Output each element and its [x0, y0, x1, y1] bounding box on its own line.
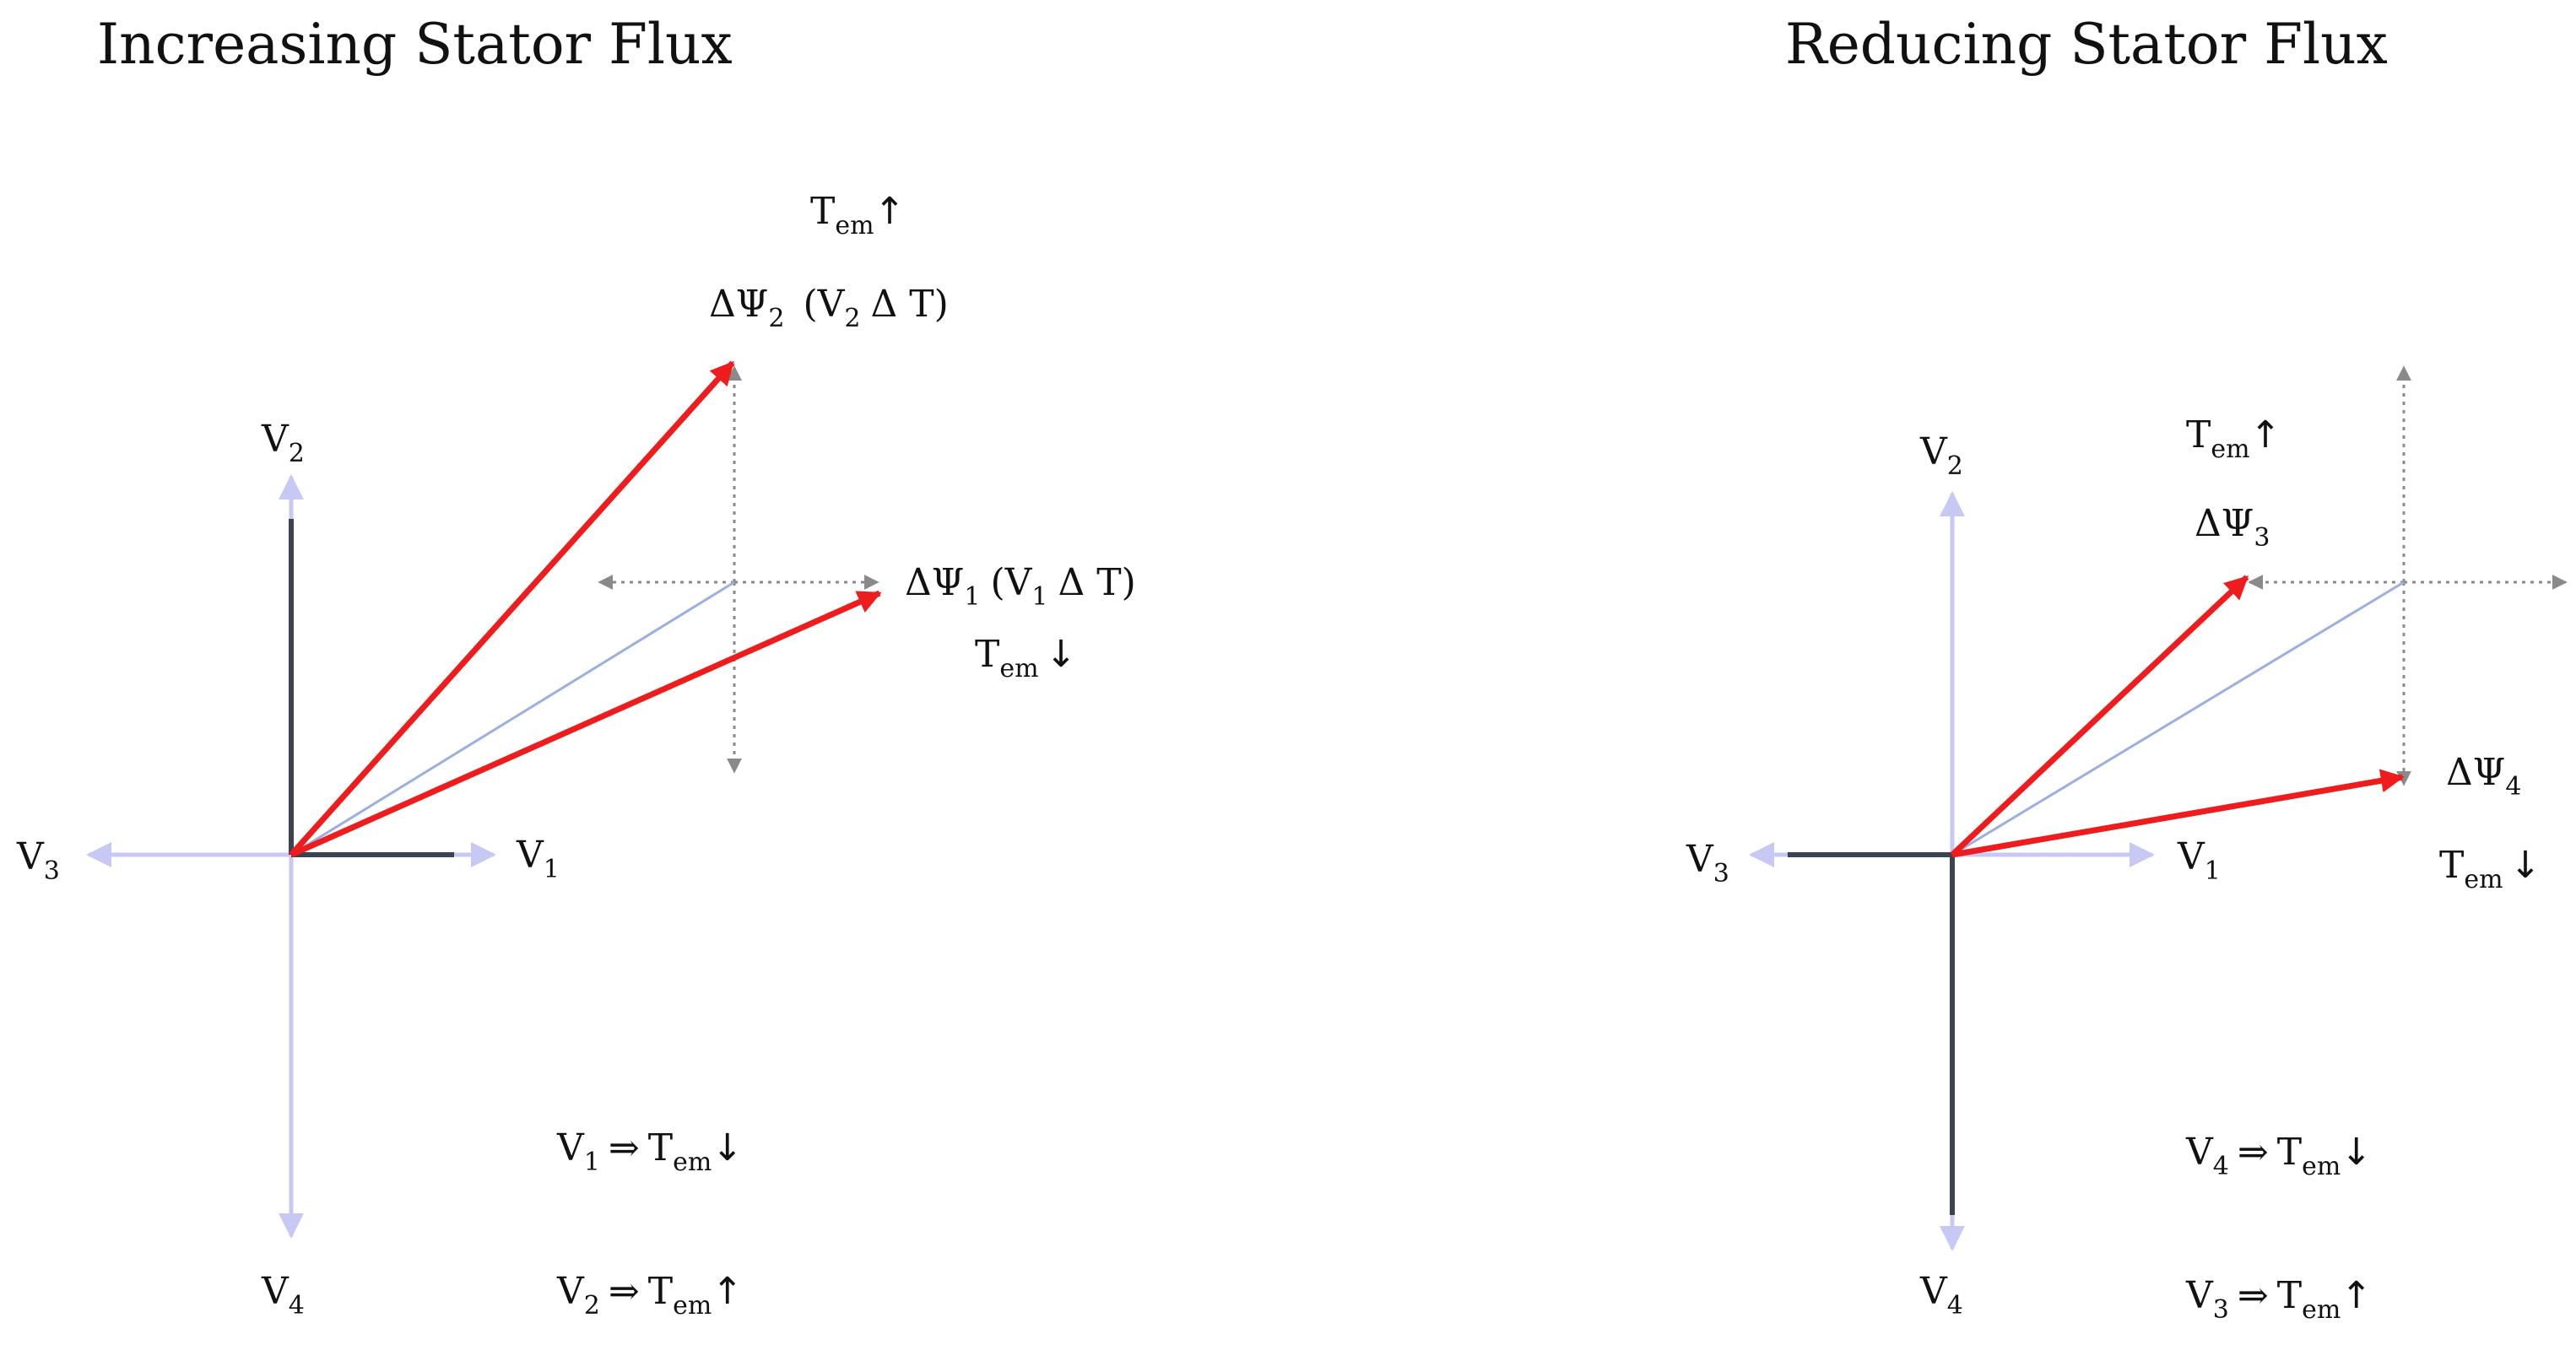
right-panel: Reducing Stator Flux V2 V1 V3 V4 Tem↑ ΔΨ… — [1686, 12, 2568, 1325]
left-label-v4: V4 — [261, 1270, 305, 1320]
left-label-v1: V1 — [516, 834, 560, 884]
right-rule-1: V4⇒Tem↓ — [2185, 1131, 2372, 1181]
left-panel-title: Increasing Stator Flux — [97, 12, 733, 77]
right-tem-up-label: Tem↑ — [2186, 413, 2281, 464]
left-tem-down-label: Tem↓ — [975, 633, 1076, 683]
right-label-v2: V2 — [1919, 430, 1963, 481]
left-label-v3: V3 — [16, 835, 60, 886]
left-label-v2: V2 — [261, 418, 305, 468]
left-stator-flux-line — [290, 581, 735, 856]
left-rule-2: V2⇒Tem↑ — [556, 1270, 743, 1320]
right-label-v4: V4 — [1919, 1270, 1963, 1320]
right-stator-flux-line — [1951, 581, 2405, 856]
right-delta-psi-3-label: ΔΨ3 — [2194, 502, 2270, 553]
left-delta-psi-2-vector — [289, 360, 735, 857]
right-tem-down-label: Tem↓ — [2439, 844, 2541, 894]
left-panel: Increasing Stator Flux V2 V1 V3 V4 Tem↑ … — [16, 12, 1136, 1320]
right-rule-2: V3⇒Tem↑ — [2185, 1274, 2372, 1325]
right-label-v3: V3 — [1686, 838, 1729, 888]
right-panel-title: Reducing Stator Flux — [1785, 12, 2388, 77]
right-label-v1: V1 — [2177, 835, 2221, 886]
left-rule-1: V1⇒Tem↓ — [556, 1126, 743, 1177]
right-delta-psi-4-vector — [1951, 769, 2405, 858]
left-tem-up-label: Tem↑ — [810, 190, 905, 240]
right-delta-psi-3-vector — [1950, 575, 2249, 857]
right-delta-psi-4-label: ΔΨ4 — [2446, 751, 2521, 802]
left-delta-psi-1-vector — [290, 590, 882, 858]
